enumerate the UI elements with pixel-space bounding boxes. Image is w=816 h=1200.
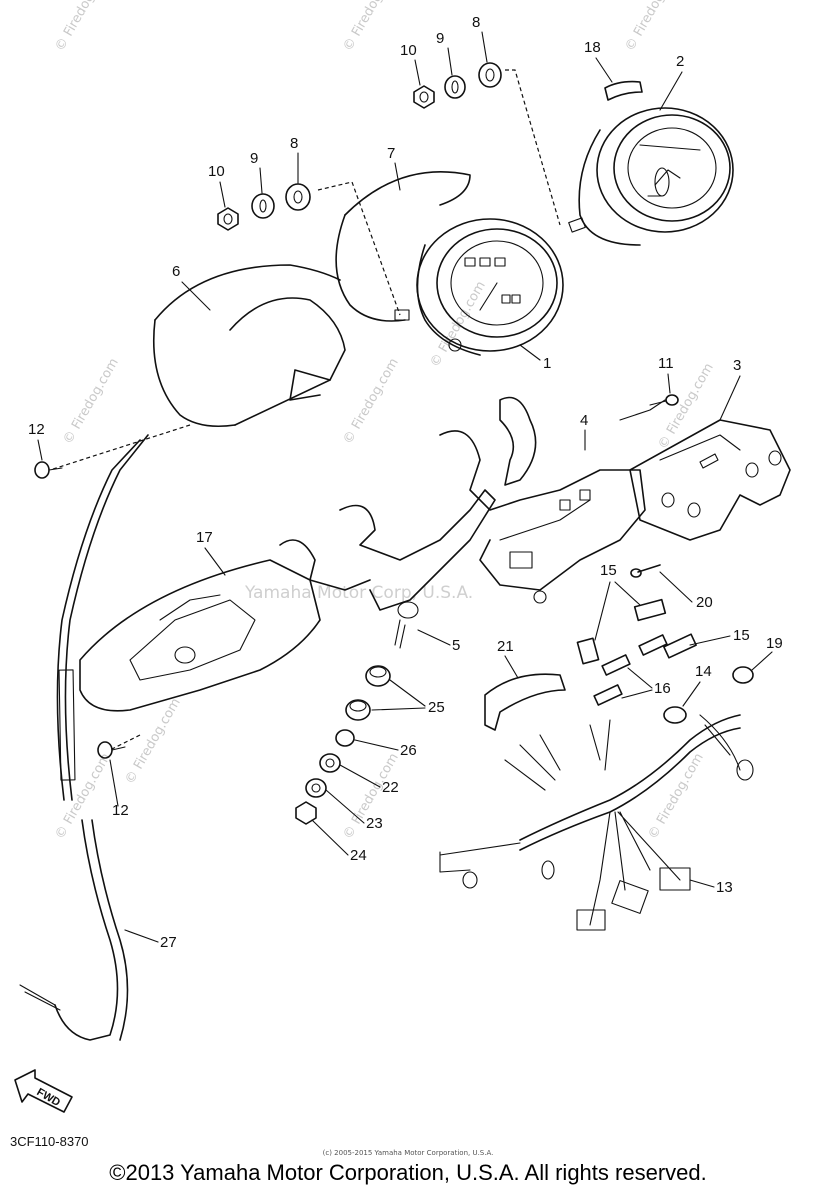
- washer-9-lower: [251, 193, 275, 219]
- part-label: 5: [452, 637, 460, 654]
- part-label: 24: [350, 847, 367, 864]
- grommet-8-lower: [285, 183, 311, 211]
- screw-11: [649, 394, 679, 406]
- grommet-8-upper: [478, 62, 502, 88]
- tachometer-gauge: [568, 107, 734, 246]
- screw-12-lower: [97, 741, 126, 759]
- part-label: 16: [654, 680, 671, 697]
- part-label: 12: [28, 421, 45, 438]
- part-label: 23: [366, 815, 383, 832]
- screw-20: [630, 564, 661, 578]
- part-label: 2: [676, 53, 684, 70]
- part-label: 10: [400, 42, 417, 59]
- forward-arrow-icon: FWD: [14, 1069, 73, 1113]
- meter-bracket-3: [619, 399, 791, 541]
- part-label: 14: [695, 663, 712, 680]
- washer-9-upper: [444, 75, 466, 99]
- label-leaders: [37, 31, 773, 943]
- screw-12-upper: [34, 461, 63, 479]
- speedometer-cover-7: [335, 171, 471, 322]
- part-label: 8: [472, 14, 480, 31]
- part-label: 15: [600, 562, 617, 579]
- part-label: 1: [543, 355, 551, 372]
- leader-line: [317, 181, 401, 316]
- part-label: 9: [250, 150, 258, 167]
- watermark: © Firedog.com: [622, 0, 683, 54]
- speedometer-gauge: [394, 218, 564, 356]
- part-label: 13: [716, 879, 733, 896]
- wire-harness-13: [439, 714, 754, 931]
- part-label: 18: [584, 39, 601, 56]
- watermark: © Firedog.com: [52, 0, 113, 54]
- part-label: 21: [497, 638, 514, 655]
- nut-10-lower: [217, 207, 239, 231]
- part-label: 9: [436, 30, 444, 47]
- leader-line: [109, 734, 141, 751]
- part-label: 4: [580, 412, 588, 429]
- bulb-19: [732, 666, 754, 684]
- part-label: 22: [382, 779, 399, 796]
- part-label: 27: [160, 934, 177, 951]
- diagram-code: 3CF110-8370: [10, 1134, 89, 1149]
- part-label: 10: [208, 163, 225, 180]
- bulb-14: [663, 706, 687, 724]
- copyright: ©2013 Yamaha Motor Corporation, U.S.A. A…: [109, 1160, 707, 1185]
- part-label: 7: [387, 145, 395, 162]
- lower-bracket-5: [279, 489, 496, 649]
- switch-housing-4: [439, 396, 646, 604]
- speedometer-cable-27: [19, 434, 149, 1041]
- lower-cover-17: [79, 559, 321, 712]
- leader-line: [49, 424, 191, 471]
- part-label: 3: [733, 357, 741, 374]
- part-label: 17: [196, 529, 213, 546]
- part-label: 15: [733, 627, 750, 644]
- small-copyright: (c) 2005-2015 Yamaha Motor Corporation, …: [322, 1149, 494, 1157]
- collar-26: [335, 729, 355, 747]
- harness-band-21: [484, 673, 566, 731]
- part-label: 25: [428, 699, 445, 716]
- part-label: 12: [112, 802, 129, 819]
- part-label: 26: [400, 742, 417, 759]
- watermark: © Firedog.com: [340, 0, 401, 54]
- bulb-socket-15: [576, 598, 697, 665]
- nut-10-upper: [413, 85, 435, 109]
- leader-line: [505, 69, 561, 226]
- gauge-bracket-18: [604, 80, 643, 101]
- part-label: 19: [766, 635, 783, 652]
- watermark: © Firedog.com: [60, 356, 121, 447]
- part-label: 6: [172, 263, 180, 280]
- bulb-16: [593, 634, 668, 706]
- part-labels: 10 9 8 18 2 10 9 8 7 6 1 11 3 12 4 17 15…: [28, 14, 783, 951]
- washer-22: [319, 753, 341, 773]
- center-watermark: Yamaha Motor Corp, U.S.A.: [244, 583, 473, 603]
- nut-24: [295, 801, 317, 825]
- grommet-25a: [365, 665, 391, 687]
- part-label: 11: [658, 355, 674, 372]
- watermark: © Firedog.com: [340, 356, 401, 447]
- gauge-cover-6: [152, 264, 346, 428]
- part-label: 20: [696, 594, 713, 611]
- part-label: 8: [290, 135, 298, 152]
- washer-23: [305, 778, 327, 798]
- grommet-25b: [345, 699, 371, 721]
